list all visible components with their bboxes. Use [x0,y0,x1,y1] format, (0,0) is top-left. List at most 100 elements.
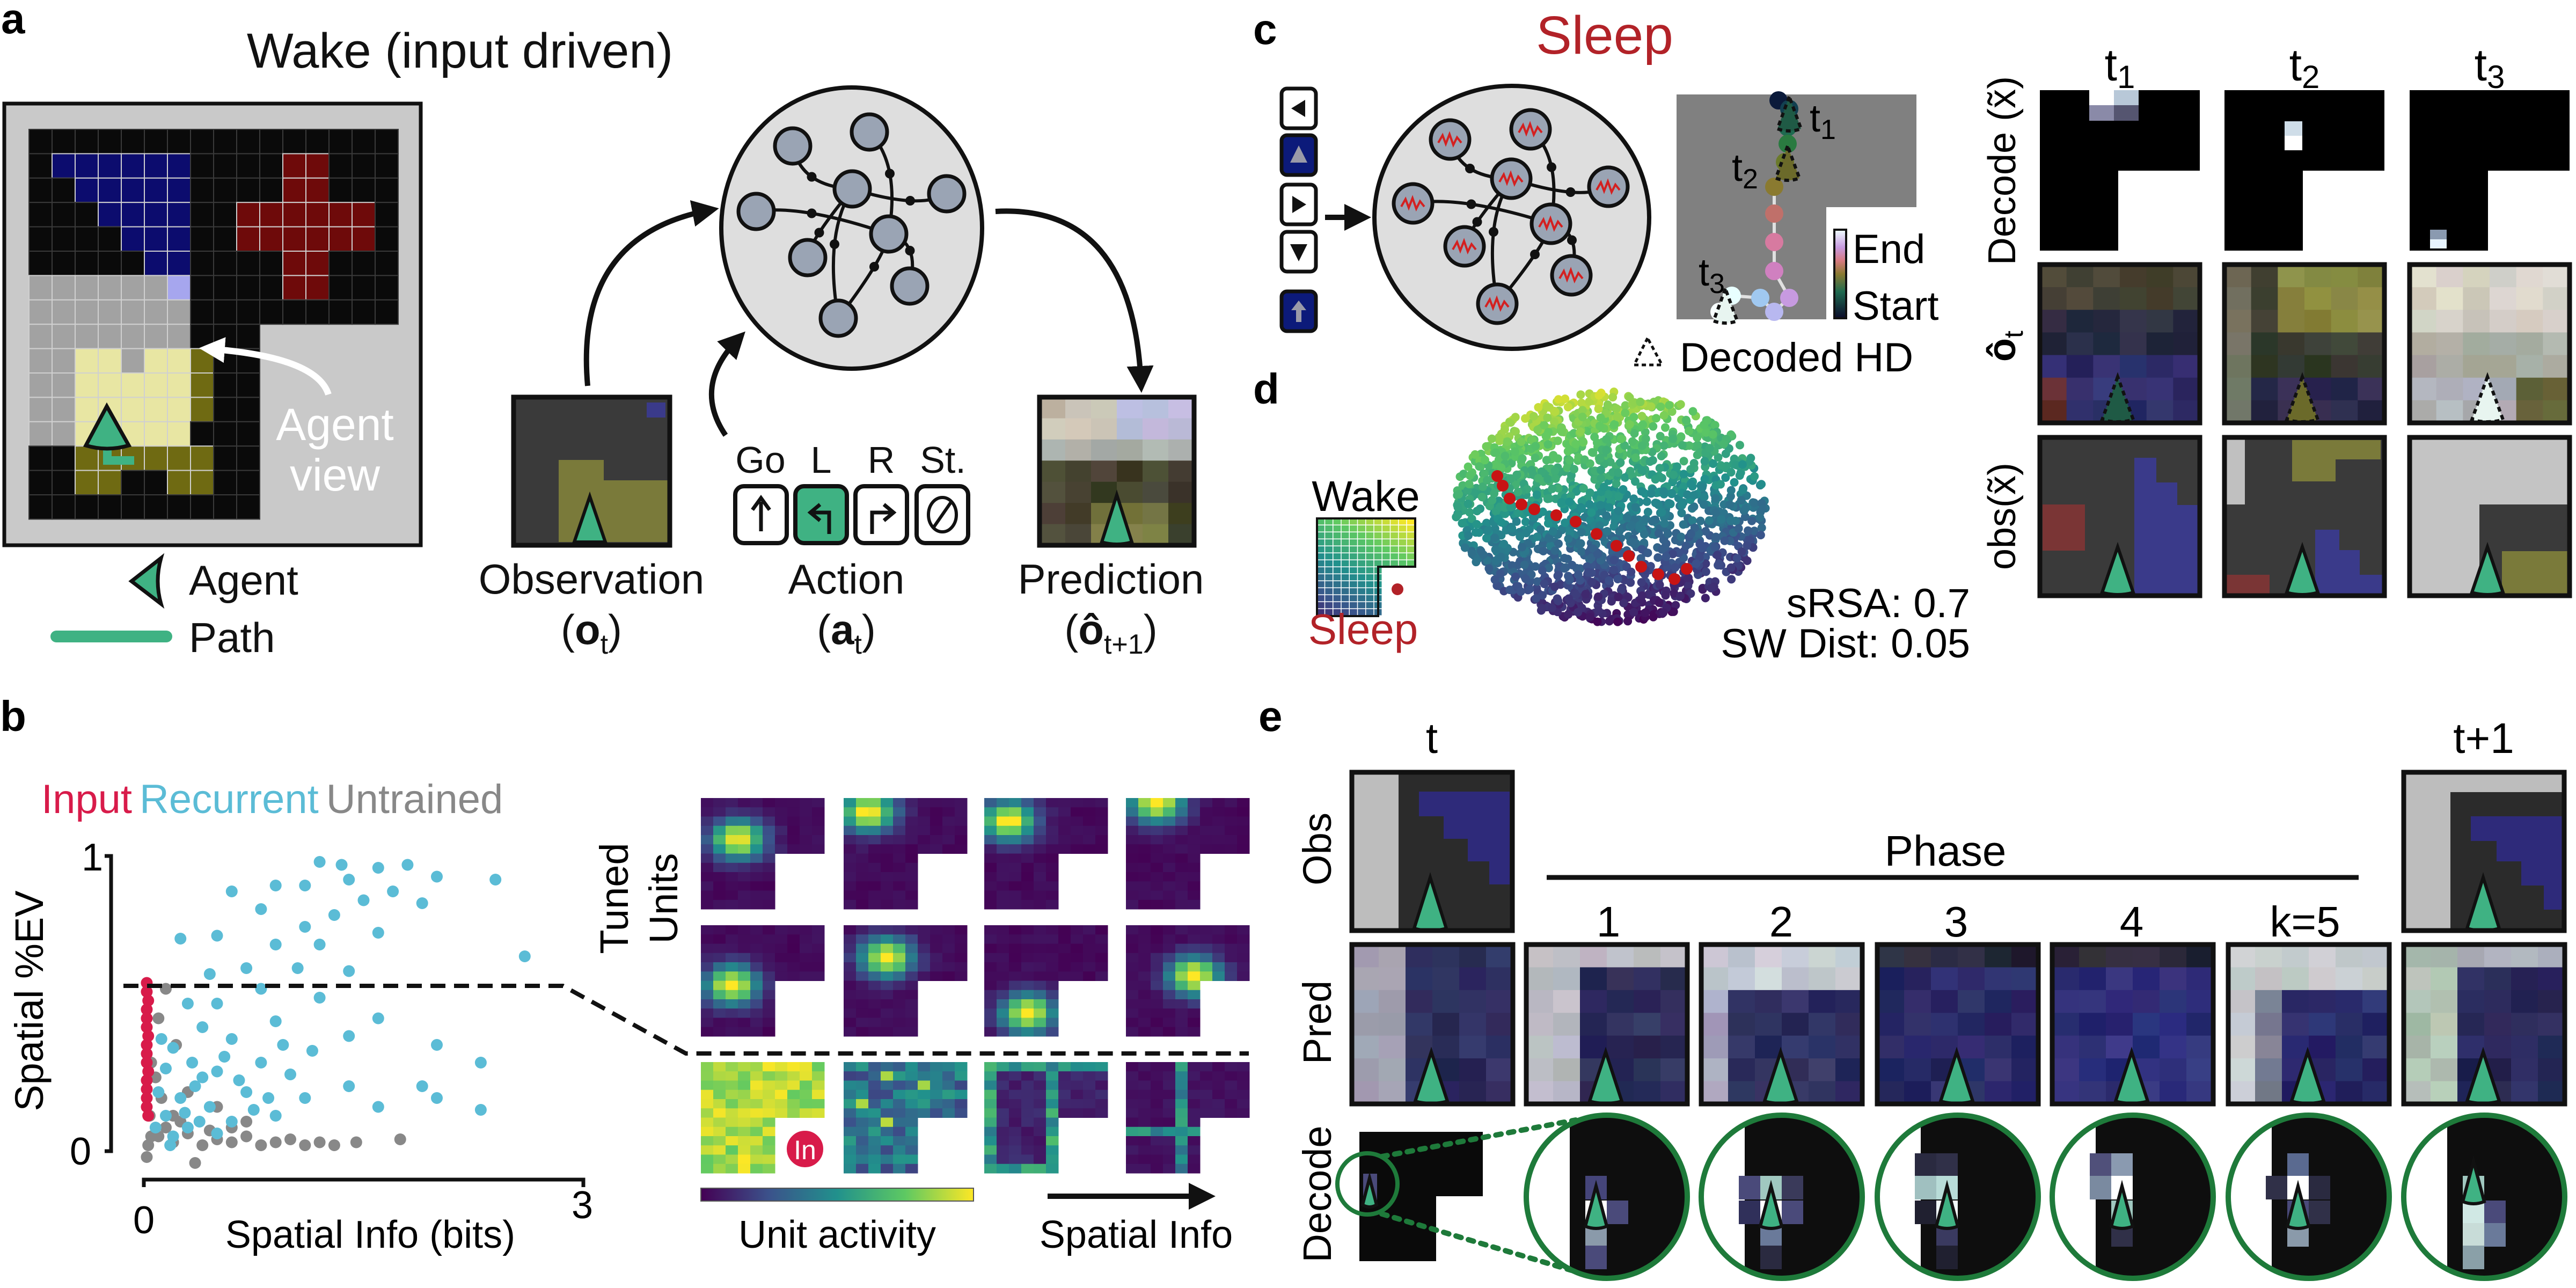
embedding-point [1737,547,1746,556]
embedding-point [1732,460,1741,470]
map-cell [213,299,237,325]
agent-icon [83,402,132,451]
synapse-dot [1472,217,1482,227]
y-tick-0: 0 [70,1130,91,1173]
map-cell [375,251,399,276]
sleep-title: Sleep [1536,5,1673,65]
embedding-point [1531,453,1540,463]
map-cell [352,299,376,325]
scatter-point-recurrent [174,1092,187,1104]
embedding-point [1543,413,1552,422]
embedding-point [1539,546,1548,555]
action-selector: Go L R St. [733,439,970,545]
decoded-position-zoom-6 [2401,1113,2567,1281]
embedding-point [1585,500,1594,509]
map-cell [213,226,237,252]
x-tick-3: 3 [572,1184,593,1227]
map-cell [167,372,191,398]
map-cell [28,348,53,374]
scatter-point-recurrent [211,1065,223,1078]
embedding-point [1471,528,1480,537]
embedding-point [1576,427,1585,436]
legend-recurrent: Recurrent [140,777,319,822]
embedding-point [1700,420,1709,429]
decoded-heading-icon [1775,92,1803,133]
embedding-point [1637,412,1646,421]
embedding-point [1603,400,1612,409]
colormap-cell [1317,518,1324,525]
map-cell [98,177,122,203]
agent-icon [2109,1180,2135,1230]
embedding-point [1614,468,1623,477]
embedding-point [1570,465,1579,474]
embedding-point [1714,453,1723,462]
embedding-point [1628,538,1637,547]
colormap-cell [1374,532,1382,539]
embedding-point [1453,503,1462,512]
map-cell [144,226,168,252]
map-cell [98,494,122,520]
decoded-cell [2266,1176,2287,1199]
decoded-heading-icon [1711,284,1739,325]
embedding-point [1659,487,1668,496]
colormap-cell [1350,525,1357,532]
embedding-point [1730,478,1739,487]
embedding-point [1507,561,1517,570]
true-observation-t2 [2222,435,2387,598]
network-to-prediction-arrow [995,208,1154,393]
scatter-point-untrained [328,1139,340,1151]
prediction-image [1037,394,1197,548]
colormap-cell [1350,595,1357,602]
threshold-dashed-line [123,984,1249,1056]
embedding-point [1538,603,1547,612]
map-cell [28,129,53,155]
prediction-phase-0 [1352,945,1513,1104]
scatter-point-recurrent [255,983,267,995]
decoded-cell [1915,1153,1936,1177]
colormap-cell [1317,588,1324,595]
map-cell [305,226,330,252]
scatter-point-untrained [284,1133,296,1145]
decoded-cell [1760,1246,1782,1269]
agent-icon [2285,1180,2311,1230]
embedding-point [1685,441,1694,450]
embedding-point [1514,508,1523,517]
colormap-cell [1341,581,1349,588]
action-label: Action [788,555,905,603]
forward-icon [1290,145,1307,163]
ratemap-3-1 [701,1062,825,1174]
sleep-state-point [1611,540,1622,552]
embedding-point [1747,516,1757,525]
embedding-point [1643,507,1652,516]
map-cell [282,202,306,228]
units-label: Units [641,853,686,944]
map-cell [375,129,399,155]
scatter-point-recurrent [181,1122,194,1133]
panel-label-e: e [1258,692,1283,740]
phase-step-2: 2 [1769,898,1794,946]
colormap-cell [1317,525,1324,532]
embedding-point [1477,493,1487,502]
embedding-point [1597,474,1606,483]
embedding-point [1655,598,1664,608]
embedding-point [1679,470,1688,479]
map-cell [190,299,214,325]
embedding-point [1554,539,1563,548]
map-cell [282,251,306,276]
action-label-left: L [811,439,832,481]
colormap-cell [1333,574,1341,581]
map-cell [98,226,122,252]
image-frame [1875,942,2041,1107]
embedding-point [1659,441,1668,450]
colormap-cell [1333,602,1341,609]
colormap-cell [1374,546,1382,553]
embedding-point [1587,508,1596,517]
embedding-point [1602,445,1611,455]
map-cell [190,348,214,374]
embedding-point [1668,434,1678,443]
tuned-label: Tuned [592,843,636,954]
scatter-point-recurrent [218,1051,231,1063]
activity-trace-icon [1498,170,1524,187]
column-headers: t1 t2 t3 [2105,40,2505,95]
embedding-point [1743,556,1752,565]
